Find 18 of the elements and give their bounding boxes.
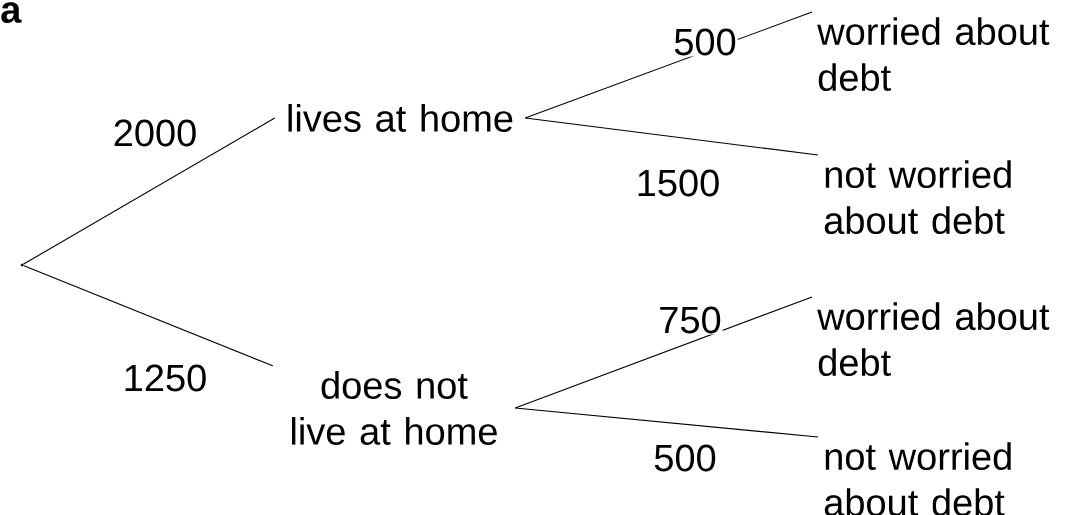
branch-line	[22, 117, 276, 265]
branch-label: does not live at home	[292, 371, 497, 445]
branch-label: worried about debt	[817, 17, 1050, 92]
edge-label: 2000	[111, 118, 199, 148]
branch-label: worried about debt	[817, 302, 1050, 377]
branch-label: not worried about debt	[824, 160, 1011, 235]
branch-point	[20, 263, 24, 267]
edge-label: 750	[657, 305, 723, 335]
branch-line	[514, 407, 819, 438]
branch-line	[22, 265, 274, 367]
branch-line	[524, 117, 819, 156]
edge-label: 500	[672, 27, 738, 57]
part-letter: a	[1, 2, 22, 24]
edge-label: 1250	[121, 363, 209, 393]
edge-label: 1500	[634, 168, 722, 198]
branch-label: lives at home	[288, 104, 513, 132]
branch-line	[514, 296, 813, 409]
edge-label: 500	[652, 443, 718, 473]
